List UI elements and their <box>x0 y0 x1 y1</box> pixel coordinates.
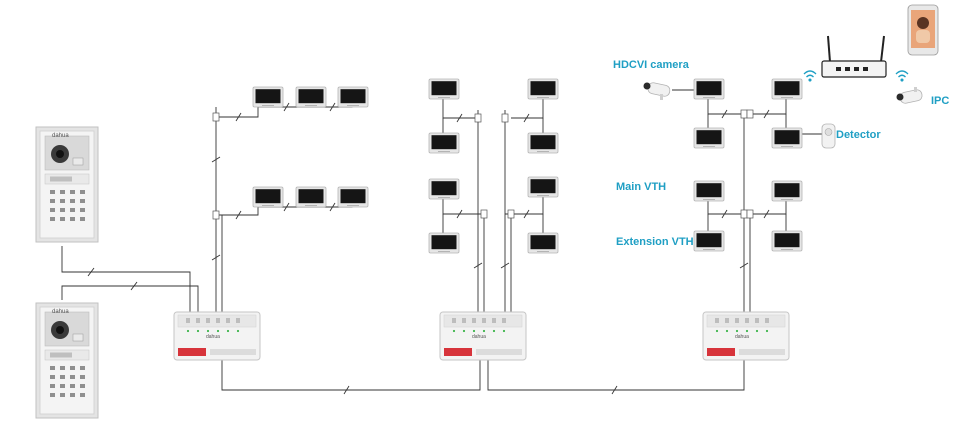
brand-text: dahua <box>206 334 220 340</box>
vth-monitor-icon <box>527 132 559 154</box>
door-station-icon <box>35 302 99 419</box>
ipc-camera-icon <box>896 87 923 104</box>
hdcvi-camera-label: HDCVI camera <box>613 59 689 71</box>
vth-monitor-icon <box>337 86 369 108</box>
extension-vth-label: Extension VTH <box>616 236 694 248</box>
vth-monitor-icon <box>337 186 369 208</box>
wire-break-mark <box>87 102 770 395</box>
vth-monitor-icon <box>693 127 725 149</box>
vth-monitor-icon <box>428 132 460 154</box>
vth-monitor-icon <box>771 180 803 202</box>
brand-text: dahua <box>472 334 486 340</box>
detector-label: Detector <box>836 129 881 141</box>
vth-monitor-icon <box>527 176 559 198</box>
detector-icon <box>821 123 836 149</box>
wifi-icon <box>895 70 909 82</box>
brand-text: dahua <box>52 133 69 139</box>
vth-monitor-icon <box>693 180 725 202</box>
vth-monitor-icon <box>295 186 327 208</box>
vth-monitor-icon <box>693 230 725 252</box>
vth-monitor-icon <box>527 232 559 254</box>
vth-monitor-icon <box>428 232 460 254</box>
vth-monitor-icon <box>428 78 460 100</box>
vth-monitor-icon <box>771 127 803 149</box>
brand-text: dahua <box>52 309 69 315</box>
vth-monitor-icon <box>252 186 284 208</box>
door-station-icon <box>35 126 99 243</box>
main-vth-label: Main VTH <box>616 181 667 193</box>
vth-monitor-icon <box>295 86 327 108</box>
vth-monitor-icon <box>252 86 284 108</box>
vth-monitor-icon <box>693 78 725 100</box>
hdcvi-camera-icon <box>643 82 671 100</box>
smartphone-icon <box>907 4 939 56</box>
junction-boxes <box>212 109 754 220</box>
wifi-icon <box>803 70 817 82</box>
vth-monitor-icon <box>527 78 559 100</box>
vth-monitor-icon <box>771 78 803 100</box>
router-icon <box>821 35 887 78</box>
ipc-label: IPC <box>931 95 950 107</box>
vth-monitor-icon <box>428 178 460 200</box>
vth-monitor-icon <box>771 230 803 252</box>
brand-text: dahua <box>735 334 749 340</box>
